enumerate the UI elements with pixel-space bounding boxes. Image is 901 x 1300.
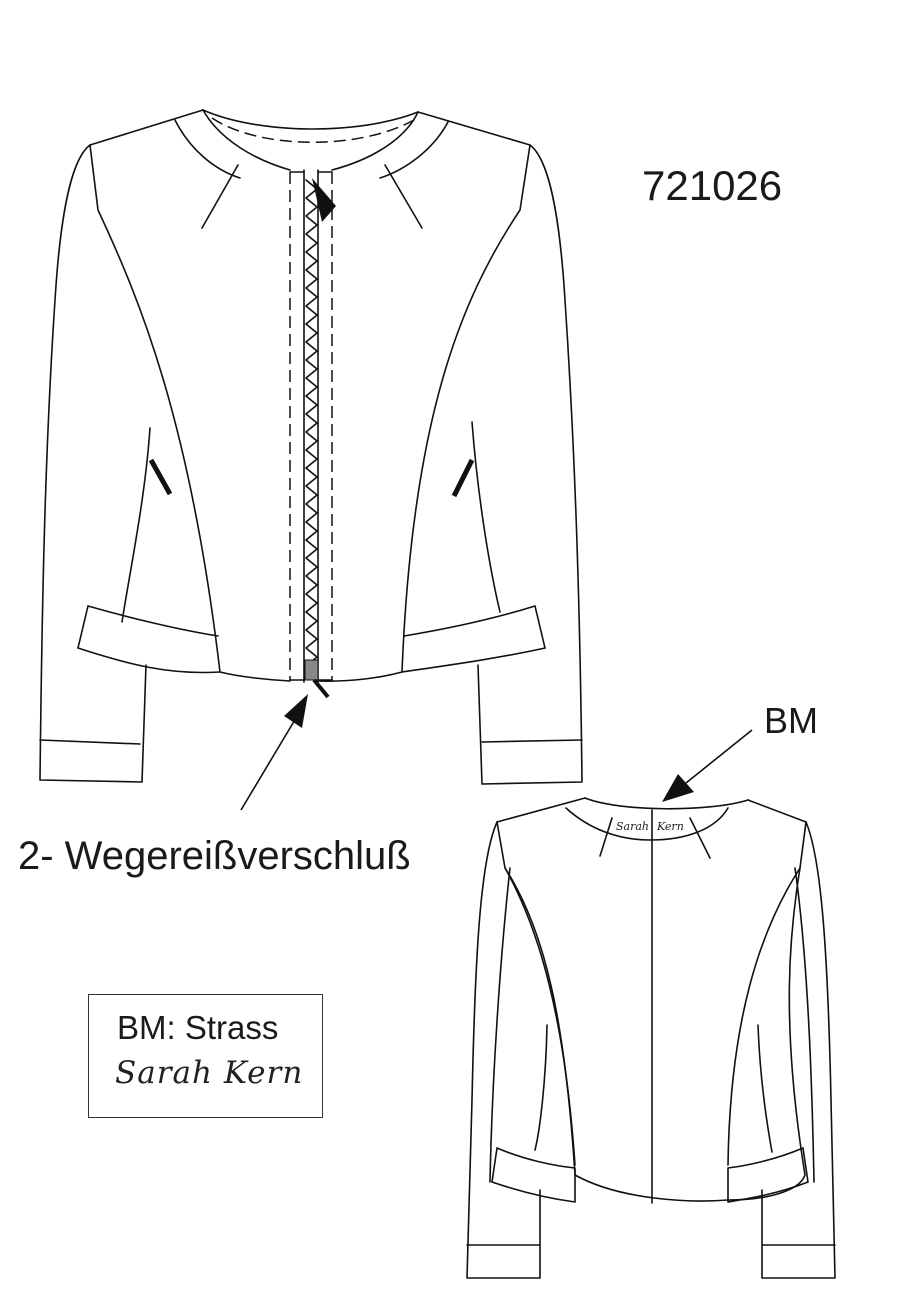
front-band-right [403, 605, 546, 649]
legend-signature: Sarah Kern [115, 1055, 304, 1091]
front-dart-left [201, 164, 239, 229]
model-number: 721026 [642, 162, 783, 209]
back-seam-right [757, 1024, 773, 1153]
front-seam-left [121, 427, 151, 623]
front-jacket-view [39, 109, 583, 785]
back-arrow [662, 729, 753, 802]
back-neck-label-left: Sarah [616, 820, 649, 833]
back-jacket-view: Sarah Kern [466, 797, 836, 1279]
back-princess-right [727, 867, 801, 1166]
front-dart-right [384, 164, 423, 229]
back-seam-left [534, 1024, 548, 1151]
front-pocket-left [148, 458, 173, 496]
front-band-left [77, 605, 219, 649]
front-cuff-left [39, 739, 141, 745]
back-hem-right [727, 1147, 809, 1203]
back-dart-right [689, 817, 711, 859]
front-seam-right [471, 421, 501, 613]
zipper-label: 2- Wegereißverschluß [18, 834, 411, 878]
zipper-arrow-icon [284, 694, 308, 728]
zipper-arrow [240, 694, 308, 811]
back-neck-label-right: Kern [656, 820, 684, 833]
back-sleeve-left [466, 821, 541, 1279]
zipper-pull-bottom [312, 678, 330, 699]
front-pocket-right [451, 458, 475, 498]
back-marker-label: BM [764, 700, 818, 741]
back-sleeve-right-inner [794, 867, 815, 1183]
front-cuff-right [481, 739, 583, 743]
front-sleeve-right [477, 144, 583, 785]
front-neck-band-top [202, 109, 419, 130]
zipper-teeth [305, 179, 318, 667]
back-arrow-icon [662, 774, 694, 802]
front-hem-left [77, 647, 221, 674]
legend-box: BM: Strass Sarah Kern [88, 994, 323, 1118]
back-neckline [584, 797, 749, 810]
zipper-pull-top-icon [312, 178, 336, 222]
front-body-outline [89, 109, 531, 682]
front-sleeve-left [39, 144, 147, 783]
legend-title: BM: Strass [117, 1009, 279, 1046]
back-neck-facing [565, 807, 729, 841]
back-sleeve-left-inner [489, 867, 511, 1183]
front-zipper [289, 169, 336, 699]
back-hem-left [491, 1147, 576, 1203]
front-hem-right [401, 647, 546, 673]
zipper-bottom-stop [304, 659, 319, 681]
back-princess-left [504, 867, 576, 1166]
back-body-outline [496, 797, 807, 1202]
front-neckline-outer [202, 109, 419, 171]
front-neckline-stitching [211, 117, 415, 143]
back-dart-left [599, 817, 613, 857]
